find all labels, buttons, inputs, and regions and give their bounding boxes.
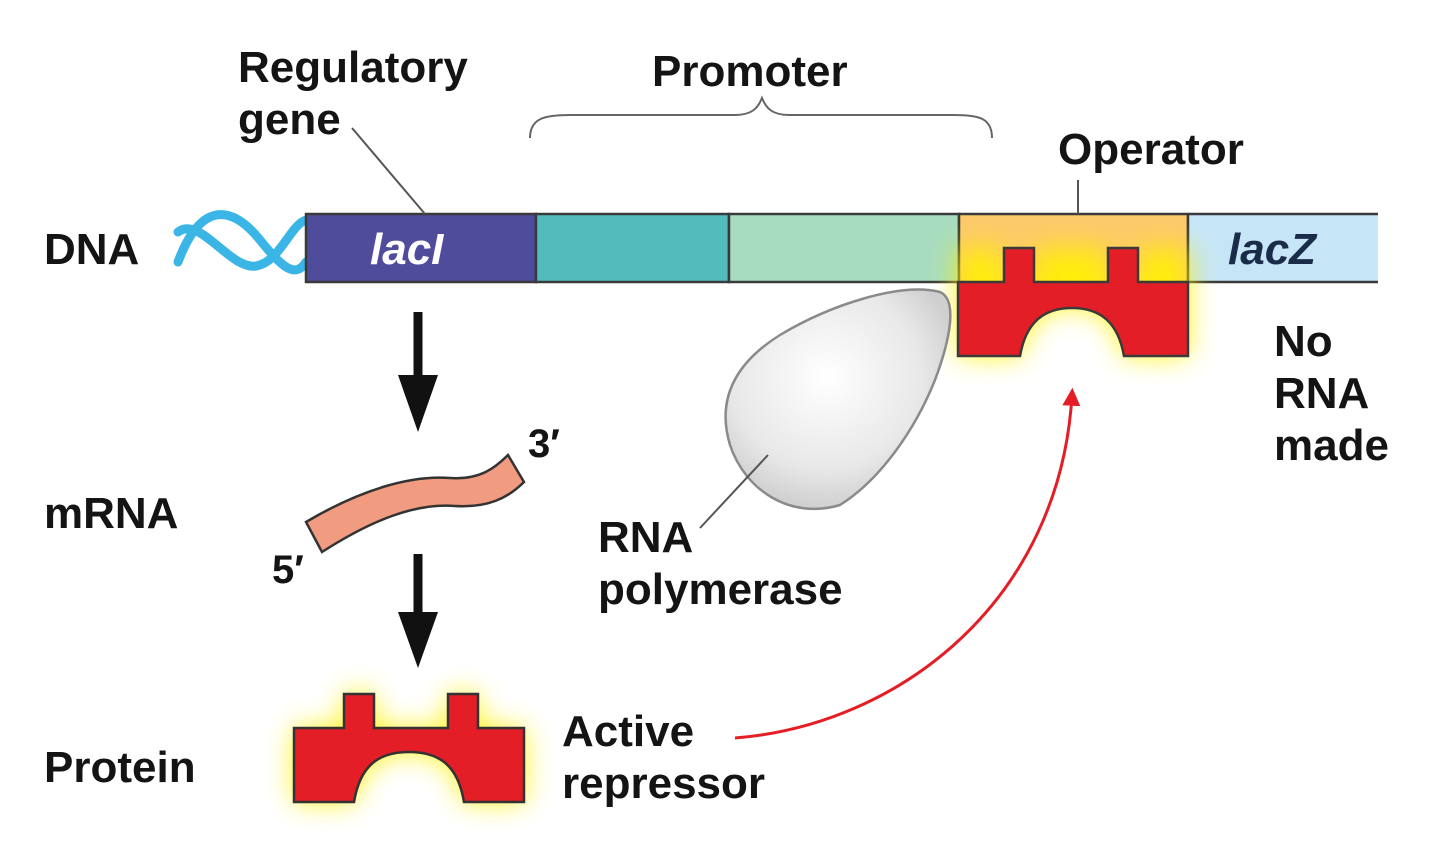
mrna-strand — [304, 452, 526, 554]
three-prime-label: 3′ — [528, 422, 560, 466]
no-rna-made-label-line3: made — [1274, 421, 1389, 470]
promoter-segment-2 — [727, 212, 961, 284]
leader-lines — [351, 127, 1079, 529]
dna-helix-strand-2 — [173, 215, 311, 271]
regulatory-gene-label-line2: gene — [238, 95, 341, 144]
operator-label: Operator — [1058, 125, 1244, 174]
active-repressor-label-line1: Active — [562, 707, 695, 756]
five-prime-label: 5′ — [272, 548, 304, 592]
rna-polymerase-label-line1: RNA — [598, 513, 694, 562]
transcription-arrow — [398, 312, 438, 432]
promoter-bracket — [529, 95, 993, 139]
repressor-binding-arrow — [734, 387, 1081, 740]
bound-repressor — [956, 246, 1190, 358]
lacz-segment — [1188, 214, 1378, 282]
dna-helix — [173, 210, 311, 275]
rna-polymerase-shape — [724, 288, 952, 511]
promoter-label: Promoter — [652, 47, 848, 96]
protein-label: Protein — [44, 743, 196, 792]
translation-arrow — [398, 554, 438, 668]
laci-gene-label: lacI — [370, 225, 444, 274]
active-repressor-label-line2: repressor — [562, 759, 766, 808]
regulatory-gene-label-line1: Regulatory — [238, 43, 468, 92]
dna-label: DNA — [44, 225, 140, 274]
rna-polymerase-label-line2: polymerase — [598, 565, 843, 614]
mrna-label: mRNA — [44, 489, 179, 538]
free-repressor — [292, 692, 526, 804]
regulatory-gene-leader — [351, 127, 426, 215]
rna-polymerase-leader — [699, 454, 769, 529]
dna-helix-strand-1 — [173, 210, 311, 275]
lacz-gene-label: lacZ — [1228, 225, 1317, 274]
dna-bar — [304, 212, 1378, 284]
promoter-segment-1 — [534, 212, 731, 284]
no-rna-made-label-line2: RNA — [1274, 369, 1370, 418]
no-rna-made-label-line1: No — [1274, 317, 1333, 366]
